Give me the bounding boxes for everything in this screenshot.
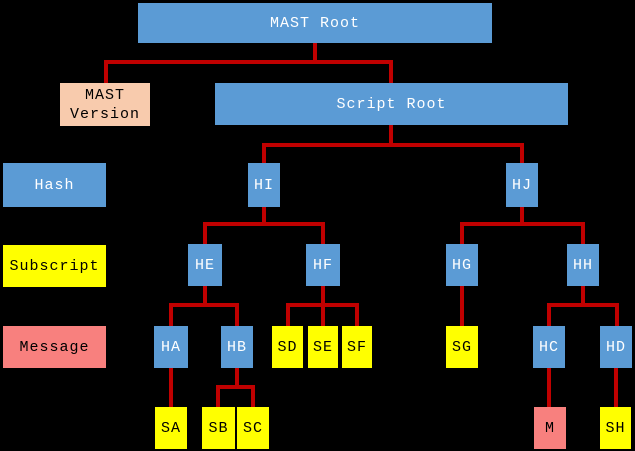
node-subscript-se: SE [308,326,338,368]
node-legend-subscript: Subscript [3,245,106,287]
node-hash-hi: HI [248,163,280,207]
edge-hh-bracket [547,303,619,326]
node-hash-hj: HJ [506,163,538,207]
node-hash-ha: HA [154,326,188,368]
edge-scriptroot-bracket [262,143,524,163]
node-mast-version: MAST Version [60,83,150,126]
node-subscript-sg: SG [446,326,478,368]
node-legend-hash: Hash [3,163,106,207]
node-legend-message: Message [3,326,106,368]
node-mast-root: MAST Root [138,3,492,43]
edge-hf-bracket [286,303,359,326]
node-hash-hh: HH [567,244,599,286]
node-subscript-sf: SF [342,326,372,368]
node-hash-hg: HG [446,244,478,286]
node-subscript-sc: SC [237,407,269,449]
node-hash-hf: HF [306,244,340,286]
node-subscript-sh: SH [600,407,631,449]
node-message-m: M [534,407,566,449]
edge-hi-bracket [203,222,325,244]
edge-he-bracket [169,303,239,326]
node-hash-hb: HB [221,326,253,368]
node-subscript-sd: SD [272,326,303,368]
edge-mastroot-bracket [104,60,393,83]
node-subscript-sb: SB [202,407,235,449]
node-subscript-sa: SA [155,407,187,449]
node-hash-hd: HD [600,326,632,368]
edge-hj-bracket [460,222,585,244]
edge-hb-bracket [216,385,255,407]
node-script-root: Script Root [215,83,568,125]
node-hash-hc: HC [533,326,565,368]
node-hash-he: HE [188,244,222,286]
